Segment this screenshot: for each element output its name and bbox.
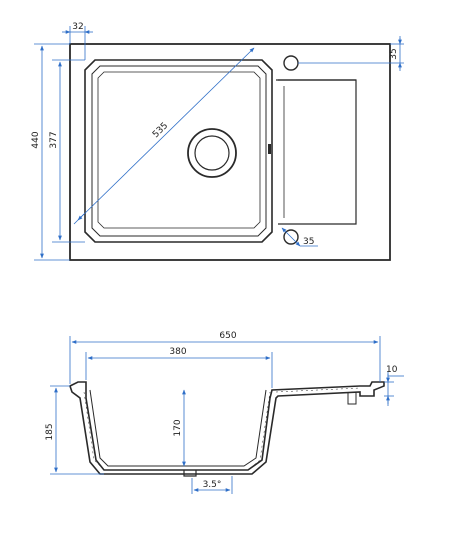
dim-line-diagonal [77,47,255,221]
dim-label-bowl-height: 377 [49,131,59,148]
sink-profile-outer [69,381,385,475]
dim-label-rim-thickness: 10 [386,365,398,375]
dim-label-tap-offset: 35 [389,48,399,59]
tap-hole [283,55,299,71]
dim-label-bowl-depth: 170 [173,419,183,436]
dim-label-total-width: 650 [219,331,236,341]
overflow-slot [268,144,271,154]
dim-label-bowl-inset: 32 [72,22,83,32]
drainer-rib [347,392,357,405]
drain-stub [183,470,197,477]
sink-outer-outline [69,43,391,261]
drain-inner-circle [194,135,230,171]
drainer-area [278,79,357,225]
dim-label-diagonal: 535 [151,121,170,140]
side-view: 650 380 185 170 10 3.5° [45,331,404,494]
dim-label-total-depth: 185 [45,423,55,440]
dim-label-bowl-width: 380 [169,347,186,357]
dim-label-overflow-diameter: 35 [303,237,314,247]
top-view: 440 377 32 35 535 35 [31,22,404,261]
dim-label-bottom-slope: 3.5° [203,480,222,490]
bowl-profile-inner [89,389,267,467]
bowl-inner-rim [91,65,267,237]
drainer-profile-hatch [275,387,361,393]
dim-label-outer-height: 440 [31,131,41,148]
side-extension-lines [50,336,394,494]
dim-leader-hole [281,227,301,247]
bowl-outer-rim [84,59,273,243]
top-extension-lines [34,26,404,261]
